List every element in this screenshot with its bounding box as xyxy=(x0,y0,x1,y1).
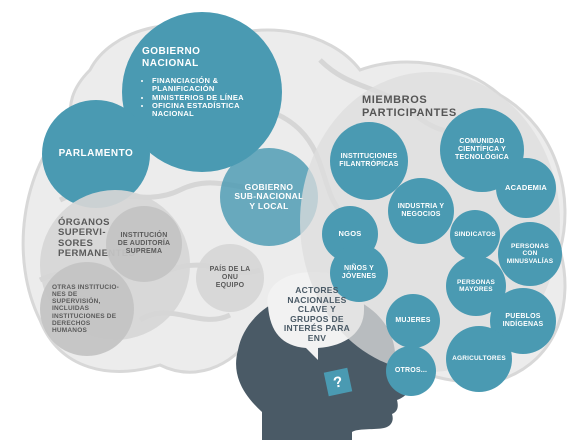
member-label: SINDICATOS xyxy=(454,231,496,239)
actores-nacionales-label: ACTORES NACIONALES CLAVE Y GRUPOS DE INT… xyxy=(283,285,351,343)
gobierno-subnacional-label: GOBIERNO SUB-NACIONAL Y LOCAL xyxy=(234,181,304,211)
otras-instituciones-label: OTRAS INSTITUCIO-NES DE SUPERVISIÓN, INC… xyxy=(52,283,119,335)
pais-onu-circle: PAÍS DE LA ONU EQUIPO xyxy=(196,244,264,312)
gobierno-nacional-list: FINANCIACIÓN & PLANIFICACIÓN MINISTERIOS… xyxy=(142,76,268,119)
member-label: AGRICULTORES xyxy=(452,355,506,363)
question-mark-icon: ? xyxy=(331,372,345,392)
parlamento-circle: PARLAMENTO xyxy=(42,100,150,208)
gobierno-nacional-item: MINISTERIOS DE LÍNEA xyxy=(152,93,268,102)
otras-instituciones-circle: OTRAS INSTITUCIO-NES DE SUPERVISIÓN, INC… xyxy=(40,262,134,356)
member-circle-otros: OTROS... xyxy=(386,346,436,396)
member-label: COMUNIDAD CIENTÍFICA Y TECNOLÓGICA xyxy=(455,138,509,161)
gobierno-nacional-title: GOBIERNO NACIONAL xyxy=(142,46,201,69)
member-circle-academia: ACADEMIA xyxy=(496,158,556,218)
member-label: NIÑOS Y JÓVENES xyxy=(341,265,377,280)
member-label: NGOS xyxy=(338,228,362,238)
gobierno-subnacional-circle: GOBIERNO SUB-NACIONAL Y LOCAL xyxy=(220,148,318,246)
member-circle-industria: INDUSTRIA Y NEGOCIOS xyxy=(388,178,454,244)
member-label: PUEBLOS INDÍGENAS xyxy=(502,313,544,328)
member-label: OTROS... xyxy=(394,367,428,375)
member-label: INSTITUCIONES FILANTRÓPICAS xyxy=(339,153,399,168)
member-circle-mujeres: MUJERES xyxy=(386,294,440,348)
gobierno-nacional-item: FINANCIACIÓN & PLANIFICACIÓN xyxy=(152,76,268,94)
miembros-participantes-title: MIEMBROS PARTICIPANTES xyxy=(362,94,457,119)
member-label: PERSONAS CON MINUSVALÍAS xyxy=(506,243,554,265)
member-circle-sindicatos: SINDICATOS xyxy=(450,210,500,260)
member-label: ACADEMIA xyxy=(504,182,547,192)
member-circle-agricultores: AGRICULTORES xyxy=(446,326,512,392)
member-label: MUJERES xyxy=(395,317,431,325)
parlamento-label: PARLAMENTO xyxy=(58,148,134,160)
member-label: INDUSTRIA Y NEGOCIOS xyxy=(397,203,445,218)
pais-onu-label: PAÍS DE LA ONU EQUIPO xyxy=(209,266,251,289)
question-mark-box: ? xyxy=(323,367,353,397)
member-label: PERSONAS MAYORES xyxy=(456,278,496,293)
member-circle-filantropicas: INSTITUCIONES FILANTRÓPICAS xyxy=(330,122,408,200)
member-circle-ninos: NIÑOS Y JÓVENES xyxy=(330,244,388,302)
member-circle-minusvalias: PERSONAS CON MINUSVALÍAS xyxy=(498,222,562,286)
gobierno-nacional-item: OFICINA ESTADÍSTICA NACIONAL xyxy=(152,101,268,119)
institucion-auditoria-circle: INSTITUCIÓN DE AUDITORÍA SUPREMA xyxy=(106,206,182,282)
institucion-auditoria-label: INSTITUCIÓN DE AUDITORÍA SUPREMA xyxy=(117,232,171,255)
organos-supervisores-title: ÓRGANOS SUPERVI-SORES PERMANENTES xyxy=(58,217,136,260)
